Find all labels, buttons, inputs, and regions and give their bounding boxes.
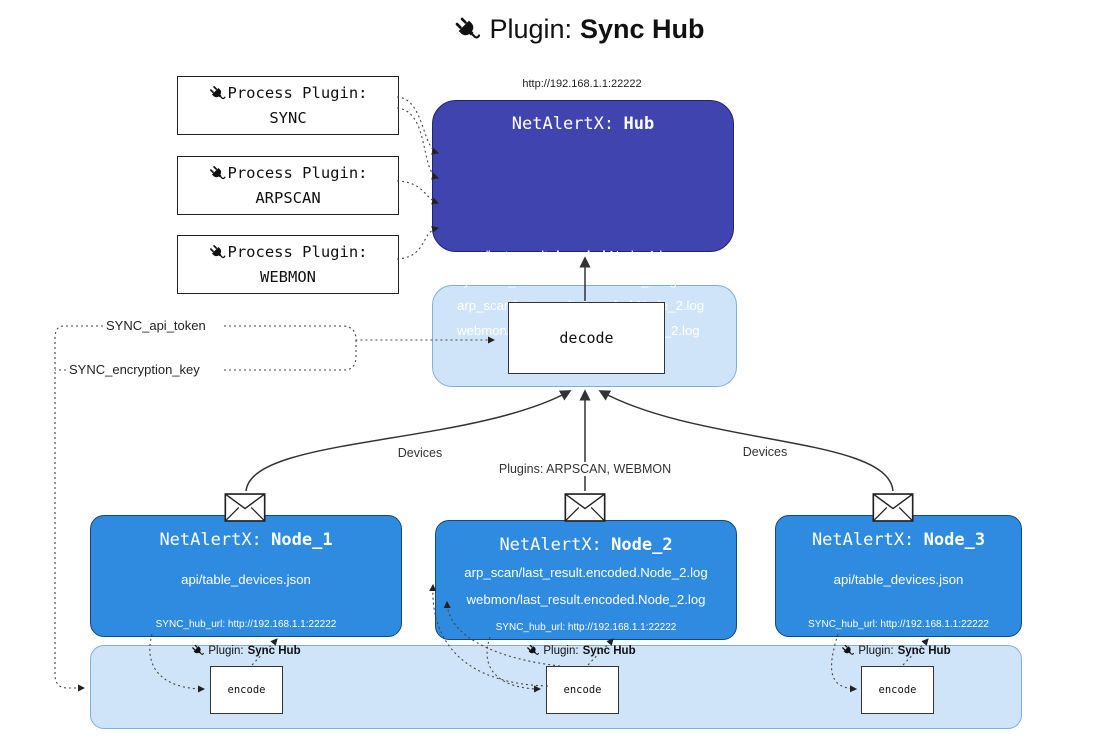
text-segment: decoded: [551, 248, 606, 263]
node-title: NetAlertX: Node_1: [91, 530, 401, 550]
node-footer: SYNC_hub_url: http://192.168.1.1:22222: [155, 619, 337, 630]
text-segment: .Node_3.log: [605, 273, 677, 288]
node-box-node2: NetAlertX: Node_2 arp_scan/last_result.en…: [435, 520, 737, 640]
text-segment: Sync Hub: [582, 644, 636, 657]
text-segment: Plugin:: [208, 644, 244, 657]
node-lines: arp_scan/last_result.encoded.Node_2.log …: [436, 559, 736, 613]
plug-icon: [526, 644, 539, 657]
decode-box: decode: [508, 302, 665, 374]
hub-log-line: sync/last_result.decoded.Node_3.log: [443, 268, 727, 293]
process-plugin-label: Process Plugin:: [227, 83, 368, 102]
node-file-line: arp_scan/last_result.encoded.Node_2.log: [464, 565, 708, 580]
plug-icon: [191, 644, 204, 657]
text-segment: Node_1: [271, 530, 333, 550]
encode-plugin-label: Plugin: Sync Hub: [191, 644, 301, 657]
text-segment: NetAlertX:: [511, 114, 615, 134]
encode-box: encode: [861, 666, 934, 714]
node-box-node1: NetAlertX:Node_1 api/table_devices.json …: [90, 515, 402, 637]
process-plugin-label: Process Plugin:: [227, 163, 368, 182]
text-segment: Sync Hub: [897, 644, 951, 657]
envelope-icon: [564, 493, 606, 522]
arrow-node1-to-decode: [245, 390, 572, 492]
text-segment: .Node_1.log: [605, 248, 677, 263]
dotted-key-join: [224, 338, 357, 371]
encode-plugin-label: Plugin: Sync Hub: [841, 644, 951, 657]
node-file-line: webmon/last_result.encoded.Node_2.log: [466, 592, 706, 607]
process-plugin-name: SYNC: [269, 108, 307, 127]
encode-label: encode: [227, 684, 266, 696]
encode-label: encode: [878, 684, 917, 696]
envelope-icon: [872, 493, 914, 522]
title-prefix: Plugin:: [489, 14, 573, 44]
text-segment: sync/last_result.: [457, 248, 552, 263]
text-segment: decoded: [551, 273, 606, 288]
node-box-node3: NetAlertX:Node_3 api/table_devices.json …: [775, 515, 1022, 637]
process-plugin-name: ARPSCAN: [255, 188, 321, 207]
encode-box: encode: [210, 666, 283, 714]
node-lines: api/table_devices.json: [776, 572, 1021, 588]
node-footer: SYNC_hub_url: http://192.168.1.1:22222: [495, 622, 677, 633]
sync-api-token-label: SYNC_api_token: [103, 318, 209, 333]
node-file-line: api/table_devices.json: [181, 572, 311, 587]
process-plugin-label: Process Plugin:: [227, 242, 368, 261]
decode-label: decode: [559, 329, 614, 347]
plug-icon: [841, 644, 854, 657]
text-segment: sync/last_result.: [457, 273, 552, 288]
edge-label-devices-right: Devices: [738, 445, 792, 459]
edge-label-devices-left: Devices: [393, 446, 447, 460]
envelope-icon: [224, 493, 266, 522]
text-segment: Hub: [623, 114, 655, 134]
edge-label-plugins: Plugins: ARPSCAN, WEBMON: [494, 462, 676, 476]
node-title: NetAlertX: Node_2: [436, 535, 736, 555]
encode-label: encode: [563, 684, 602, 696]
node-lines: api/table_devices.json: [91, 572, 401, 588]
process-plugin-name: WEBMON: [260, 267, 316, 286]
text-segment: NetAlertX:: [811, 530, 915, 550]
text-segment: Node_3: [923, 530, 986, 550]
plug-icon: [209, 244, 226, 261]
encode-plugin-label: Plugin: Sync Hub: [526, 644, 636, 657]
arrow-node3-to-decode: [598, 390, 894, 492]
plug-icon: [454, 16, 481, 43]
hub-url: http://192.168.1.1:22222: [522, 78, 642, 90]
node-footer: SYNC_hub_url: http://192.168.1.1:22222: [808, 619, 989, 630]
node-file-line: api/table_devices.json: [833, 572, 964, 587]
text-segment: Plugin:: [858, 644, 894, 657]
text-segment: NetAlertX:: [159, 530, 262, 550]
process-plugin-box-arpscan: Process Plugin: ARPSCAN: [177, 156, 399, 215]
plug-icon: [209, 165, 226, 182]
hub-log-line: sync/last_result.decoded.Node_1.log: [443, 243, 727, 268]
sync-encryption-key-label: SYNC_encryption_key: [66, 362, 203, 377]
process-plugin-box-sync: Process Plugin: SYNC: [177, 76, 399, 135]
diagram-title: Plugin: Sync Hub: [0, 14, 1117, 45]
text-segment: Plugin:: [543, 644, 579, 657]
text-segment: Sync Hub: [247, 644, 301, 657]
hub-box: NetAlertX:Hub sync/last_result.decoded.N…: [432, 100, 734, 338]
process-plugin-box-webmon: Process Plugin: WEBMON: [177, 235, 399, 294]
encode-box: encode: [546, 666, 619, 714]
text-segment: NetAlertX:: [499, 535, 602, 555]
plug-icon: [209, 85, 226, 102]
title-name: Sync Hub: [580, 14, 705, 44]
hub-title: NetAlertX: Hub: [433, 114, 733, 134]
node-title: NetAlertX: Node_3: [776, 530, 1021, 550]
text-segment: Node_2: [611, 535, 673, 555]
